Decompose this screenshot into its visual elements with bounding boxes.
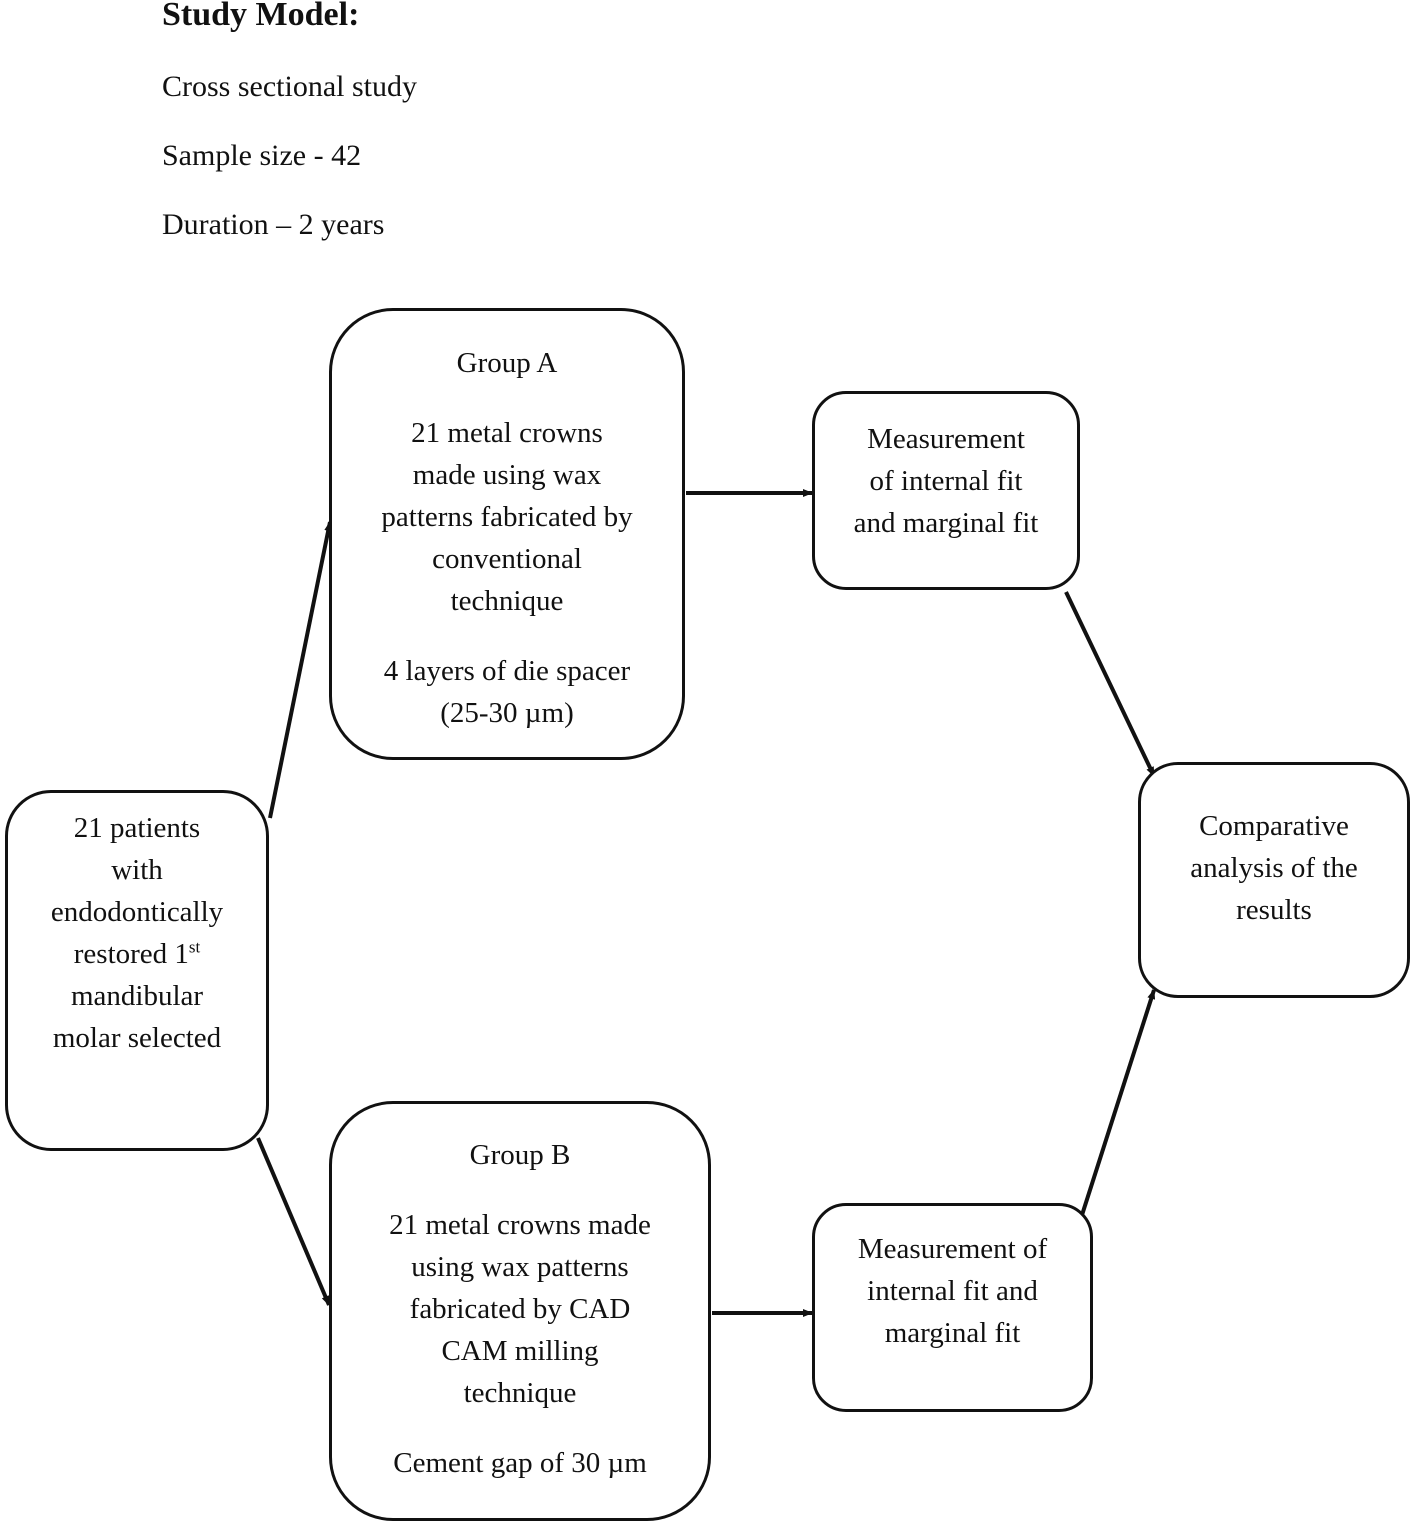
comparative-analysis-box: Comparative analysis of the results <box>1138 762 1410 998</box>
arrow-patients-to-group-a <box>268 521 333 819</box>
patients-line-1: 21 patients <box>73 812 201 844</box>
study-model-title: Study Model: <box>162 0 360 33</box>
comparative-analysis-text: Comparative analysis of the results <box>1190 810 1358 926</box>
measurement-a-box: Measurement of internal fit and marginal… <box>812 391 1080 590</box>
patients-line-4: restored 1st <box>74 933 201 975</box>
arrow-patients-to-group-b <box>256 1137 331 1306</box>
ordinal-suffix: st <box>188 937 201 957</box>
group-b-spacer: Cement gap of 30 µm <box>393 1447 647 1479</box>
group-b-title: Group B <box>469 1139 571 1171</box>
patients-line-5: mandibular <box>70 980 204 1012</box>
patients-line-2: with <box>111 854 163 886</box>
group-a-title: Group A <box>456 347 558 379</box>
group-a-spacer: 4 layers of die spacer (25-30 µm) <box>383 655 631 729</box>
patients-line-6: molar selected <box>52 1022 222 1054</box>
measurement-b-box: Measurement of internal fit and marginal… <box>812 1203 1093 1412</box>
patients-line-3: endodontically <box>50 896 224 928</box>
duration-line: Duration – 2 years <box>162 208 385 241</box>
group-b-box: Group B 21 metal crowns made using wax p… <box>329 1101 711 1521</box>
sample-size-line: Sample size - 42 <box>162 139 362 172</box>
group-b-description: 21 metal crowns made using wax patterns … <box>389 1209 651 1409</box>
arrow-measure-a-to-comparative <box>1064 591 1156 777</box>
group-a-description: 21 metal crowns made using wax patterns … <box>381 417 633 617</box>
study-design-line: Cross sectional study <box>162 70 417 103</box>
patients-box: 21 patients with endodontically restored… <box>5 790 269 1151</box>
group-a-box: Group A 21 metal crowns made using wax p… <box>329 308 685 760</box>
arrow-measure-b-to-comparative <box>1080 989 1156 1216</box>
measurement-a-text: Measurement of internal fit and marginal… <box>853 423 1039 539</box>
measurement-b-text: Measurement of internal fit and marginal… <box>857 1233 1048 1349</box>
restored-prefix: restored 1 <box>73 938 189 970</box>
